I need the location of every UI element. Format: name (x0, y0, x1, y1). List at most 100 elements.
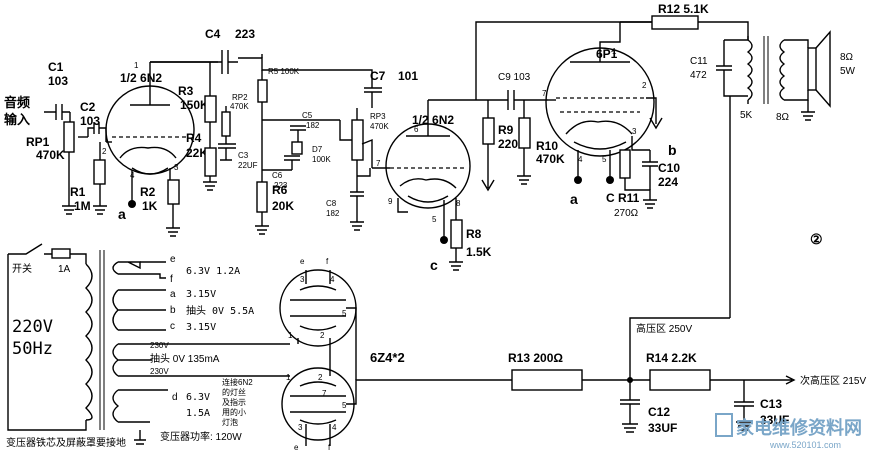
tap-c: c (170, 321, 175, 332)
rp3-pot (351, 119, 364, 161)
r4-resistor (204, 147, 217, 177)
speaker-magnet (807, 47, 817, 91)
v2-pin-8: 8 (456, 199, 461, 208)
lamp-note-1: 连接6N2 (222, 377, 253, 387)
r9-resistor (482, 117, 495, 145)
c4-name: C4 (205, 27, 221, 41)
c11-value: 472 (690, 70, 707, 81)
r8-resistor (450, 219, 463, 249)
c12-value: 33UF (648, 421, 677, 435)
rect2-pin-1: 1 (286, 373, 291, 382)
node-a1-dot (128, 200, 136, 208)
v3-pin-4: 4 (578, 155, 583, 164)
watermark-text: 家电维修资料网 (736, 417, 862, 438)
c8-value: 182 (326, 209, 340, 218)
tap-e: e (170, 254, 176, 265)
lamp-note-3: 及指示 (222, 397, 246, 407)
c3-value: 22UF (238, 161, 258, 170)
c5-name: C5 (302, 111, 313, 120)
c1-name: C1 (48, 60, 64, 74)
r2-value: 1K (142, 199, 158, 213)
speaker-ohm: 8Ω (840, 52, 854, 63)
power-supply: 开关 1A 220V 50Hz e f a b c d 6.3V 1.2A 3.… (6, 243, 866, 452)
node-c: c (430, 257, 438, 273)
r2-resistor (167, 179, 180, 205)
c6-name: C6 (272, 171, 283, 180)
v3-pin-5: 5 (602, 155, 607, 164)
rect1-pin-f: f (326, 257, 329, 266)
r3-name: R3 (178, 84, 194, 98)
r13-resistor (511, 369, 583, 391)
rect2-pin-7: 7 (322, 389, 327, 398)
node-a2-dot (574, 176, 582, 184)
hv-230-b: 230V (150, 367, 169, 376)
hv-label: 高压区 250V (636, 322, 692, 335)
lamp-note-2: 的灯丝 (222, 387, 246, 397)
c7-value: 101 (398, 69, 418, 83)
r3-value: 150K (180, 98, 209, 112)
audio-in-label-1: 音频 (4, 95, 30, 110)
v2-type: 1/2 6N2 (412, 113, 454, 127)
audio-in-label-2: 输入 (4, 112, 30, 127)
d7-value: 100K (312, 155, 331, 164)
watermark-url: www.520101.com (769, 440, 841, 450)
fuse (51, 248, 71, 259)
node-b: b (668, 142, 677, 158)
c13-value: 33UF (760, 413, 789, 427)
r5-label: R5 100K (268, 67, 300, 76)
r8-name: R8 (466, 227, 482, 241)
winding-2: 3.15V (186, 289, 216, 300)
rect1-pin-e: e (300, 257, 305, 266)
c5-value: 182 (306, 121, 320, 130)
c4-value: 223 (235, 27, 255, 41)
rp3-name: RP3 (370, 112, 386, 121)
node-b-dot (606, 176, 614, 184)
rp1-pot (63, 121, 75, 153)
mains-voltage: 220V (12, 317, 53, 337)
v1-pin-1: 1 (134, 61, 139, 70)
rect1-pin-1: 1 (288, 331, 293, 340)
v1-pin-2: 2 (102, 147, 107, 156)
rp3-value: 470K (370, 122, 389, 131)
circle-number: ② (810, 231, 823, 247)
node-a-1: a (118, 206, 126, 222)
v3-pin-2: 2 (642, 81, 647, 90)
winding-3: 抽头 0V 5.5A (186, 304, 254, 317)
r1-name: R1 (70, 185, 86, 199)
sub-hv-label: 次高压区 215V (800, 374, 866, 387)
c7-name: C7 (370, 69, 386, 83)
node-c-dot (440, 236, 448, 244)
rect1-pin-5: 5 (342, 309, 347, 318)
fuse-label: 1A (58, 264, 71, 275)
v1-type: 1/2 6N2 (120, 71, 162, 85)
d7-part (291, 141, 303, 155)
r2-name: R2 (140, 185, 156, 199)
r3-resistor (204, 95, 217, 123)
r11-value: 270Ω (614, 208, 639, 219)
r6-value: 20K (272, 199, 294, 213)
c13-name: C13 (760, 397, 782, 411)
out-8ohm: 8Ω (776, 112, 790, 123)
r12-resistor (651, 15, 699, 30)
r14-label: R14 2.2K (646, 351, 697, 365)
lamp-note-5: 灯泡 (222, 417, 238, 427)
c3-name: C3 (238, 151, 249, 160)
r4-value: 22K (186, 146, 208, 160)
rect2-pin-f: f (328, 443, 331, 452)
r10-name: R10 (536, 139, 558, 153)
r5-resistor (257, 79, 268, 103)
v3-pin-1: 1 (612, 47, 617, 56)
c1-value: 103 (48, 74, 68, 88)
rect2-pin-3: 3 (298, 423, 303, 432)
input-stage: 音频 输入 C1 103 C2 103 RP1 470K R1 1M R2 1K… (4, 60, 218, 237)
power-note: 变压器功率: 120W (160, 430, 242, 443)
c9-label: C9 103 (498, 72, 531, 83)
winding-5: 6.3V (186, 392, 210, 403)
coupling-network: C4 223 R3 150K R4 22K RP2 470K C3 22UF R… (150, 27, 418, 235)
r11-resistor (619, 149, 631, 179)
node-a-2: a (570, 191, 578, 207)
r6-resistor (256, 181, 268, 213)
rect2-pin-e: e (294, 443, 299, 452)
tap-b: b (170, 305, 176, 316)
speaker-watt: 5W (840, 66, 856, 77)
